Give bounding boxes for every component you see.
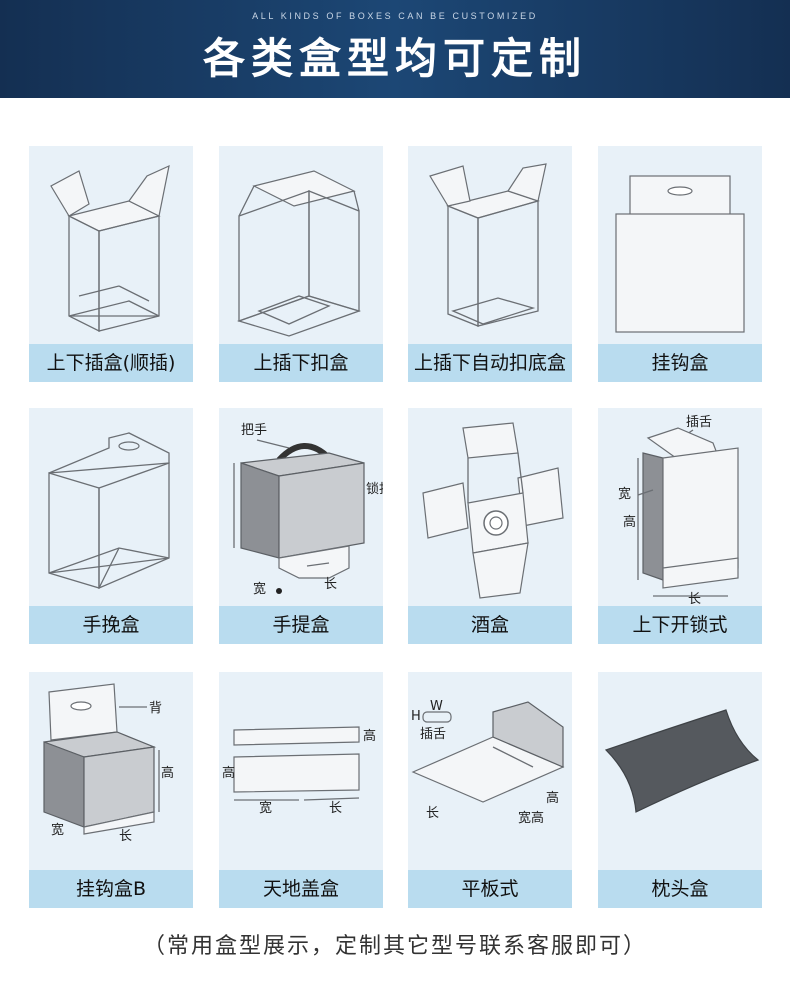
box-label: 手提盒 [219,606,383,644]
header-subtitle: ALL KINDS OF BOXES CAN BE CUSTOMIZED [252,11,538,21]
box-card[interactable]: 枕头盒 [598,672,762,908]
lid-base-box-icon: 高 高 宽 长 [219,672,383,868]
header-title: 各类盒型均可定制 [202,34,587,83]
annotation-height: 高 [363,728,376,744]
box-label: 挂钩盒B [29,870,193,908]
auto-lock-bottom-box-icon [408,146,572,342]
box-card[interactable]: 上下插盒(顺插) [29,146,193,382]
box-card[interactable]: W H 插舌 长 高 宽高 平板式 [408,672,572,908]
annotation-tongue: 插舌 [420,727,446,742]
footer-note: （常用盒型展示，定制其它型号联系客服即可） [142,934,647,959]
annotation-w: W [430,699,443,714]
box-label: 上下插盒(顺插) [29,344,193,382]
annotation-height: 高 [546,790,559,806]
box-card[interactable]: 插舌 宽 高 长 上下开锁式 [598,408,762,644]
box-card[interactable]: 背 高 宽 长 挂钩盒B [29,672,193,908]
tuck-end-box-icon [29,146,193,342]
lock-box-icon: 插舌 宽 高 长 [598,408,762,604]
handle-carry-box-icon [29,408,193,604]
wine-box-icon [408,408,572,604]
box-label: 上插下自动扣底盒 [408,344,572,382]
annotation-width: 宽 [253,581,266,597]
annotation-height: 高 [623,514,636,530]
annotation-h: H [411,709,421,724]
box-card[interactable]: 高 高 宽 长 天地盖盒 [219,672,383,908]
box-card[interactable]: 把手 锁扣 宽 长 手提盒 [219,408,383,644]
box-label: 挂钩盒 [598,344,762,382]
pillow-box-icon [598,672,762,868]
tuck-top-lock-bottom-box-icon [219,146,383,342]
annotation-length: 长 [329,801,342,816]
annotation-width: 宽 [259,800,272,816]
box-card[interactable]: 挂钩盒 [598,146,762,382]
annotation-tongue: 插舌 [686,415,712,430]
annotation-height: 高 [222,765,235,781]
box-card[interactable]: 上插下扣盒 [219,146,383,382]
box-label: 上下开锁式 [598,606,762,644]
flat-box-icon: W H 插舌 长 高 宽高 [408,672,572,868]
annotation-width: 宽 [51,822,64,838]
box-label: 酒盒 [408,606,572,644]
annotation-length: 长 [426,806,439,821]
annotation-width-height: 宽高 [518,810,544,826]
box-label: 枕头盒 [598,870,762,908]
hanger-box-b-icon: 背 高 宽 长 [29,672,193,868]
box-card[interactable]: 上插下自动扣底盒 [408,146,572,382]
box-card[interactable]: 酒盒 [408,408,572,644]
hanger-box-icon [598,146,762,342]
header-banner: ALL KINDS OF BOXES CAN BE CUSTOMIZED 各类盒… [0,0,790,98]
annotation-length: 长 [324,577,337,592]
annotation-lock: 锁扣 [366,481,383,497]
annotation-handle: 把手 [241,423,267,438]
annotation-height: 高 [161,765,174,781]
box-card[interactable]: 手挽盒 [29,408,193,644]
annotation-width: 宽 [618,486,631,502]
box-label: 手挽盒 [29,606,193,644]
box-label: 天地盖盒 [219,870,383,908]
annotation-back: 背 [149,701,162,716]
box-label: 平板式 [408,870,572,908]
annotation-length: 长 [688,592,701,604]
box-label: 上插下扣盒 [219,344,383,382]
annotation-length: 长 [119,829,132,844]
handle-box-icon: 把手 锁扣 宽 长 [219,408,383,604]
